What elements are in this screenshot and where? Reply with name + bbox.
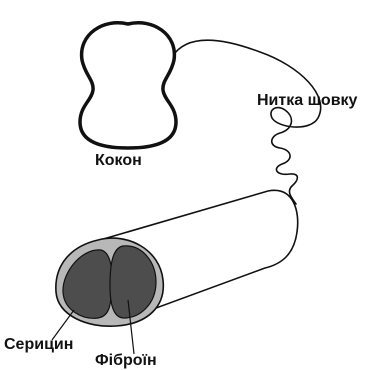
fibroin-label: Фіброїн [95, 352, 157, 370]
silk-thread-label: Нитка шовку [257, 92, 357, 110]
silk-thread-line [172, 40, 321, 204]
cocoon-label: Кокон [95, 152, 142, 170]
sericin-label: Серицин [4, 336, 73, 354]
cocoon-shape [80, 23, 176, 148]
